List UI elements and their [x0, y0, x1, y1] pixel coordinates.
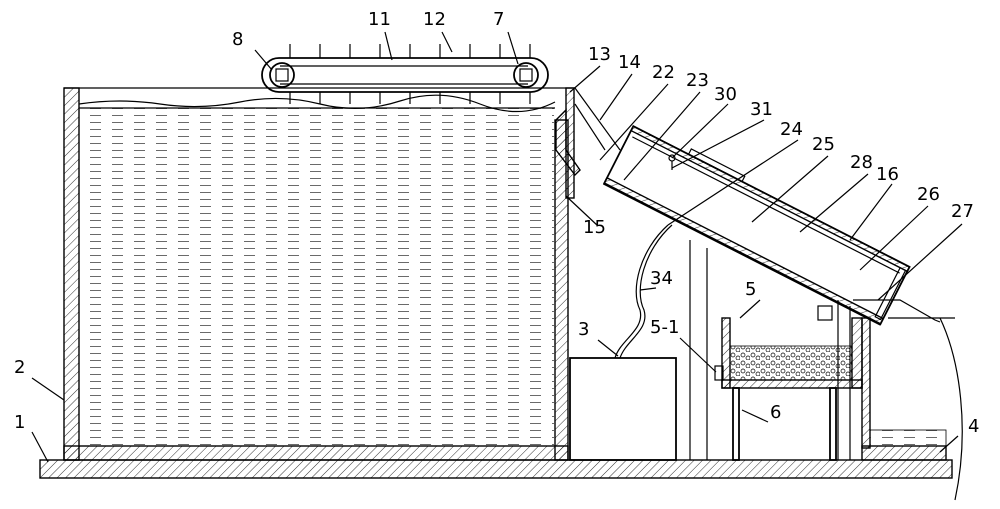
leader-line [507, 31, 519, 65]
label-4: 4 [968, 416, 979, 437]
part-labels: 1 2 3 4 5 5-1 6 7 8 11 12 13 14 15 16 22… [14, 9, 979, 437]
leader-line [859, 205, 929, 271]
leader-line [849, 183, 893, 241]
pipe-34 [614, 224, 669, 359]
leader-line [751, 155, 829, 223]
label-8: 8 [232, 29, 243, 50]
leader-line [31, 431, 49, 463]
leader-line [384, 31, 393, 61]
label-34: 34 [650, 268, 673, 289]
leader-line [599, 73, 633, 121]
base-plate [39, 459, 953, 479]
label-2: 2 [14, 357, 25, 378]
collection-box [714, 305, 863, 389]
label-26: 26 [917, 184, 940, 205]
label-7: 7 [493, 9, 504, 30]
label-28: 28 [850, 152, 873, 173]
label-3: 3 [578, 319, 589, 340]
label-5-1: 5-1 [650, 317, 679, 338]
label-5: 5 [745, 279, 756, 300]
label-11: 11 [368, 9, 391, 30]
leader-line [565, 195, 599, 227]
conveyor-belt [261, 44, 549, 104]
leader-line [441, 31, 453, 53]
leader-line [799, 173, 869, 233]
label-25: 25 [812, 134, 835, 155]
leader-line [623, 91, 701, 181]
label-12: 12 [423, 9, 446, 30]
inclined-drum [602, 124, 911, 326]
leader-line [741, 409, 769, 423]
leader-line [939, 435, 959, 453]
leader-line [597, 339, 619, 357]
label-16: 16 [876, 164, 899, 185]
leader-line [667, 139, 799, 226]
label-22: 22 [652, 62, 675, 83]
label-14: 14 [618, 52, 641, 73]
label-24: 24 [780, 119, 803, 140]
leader-lines [31, 31, 963, 463]
leader-line [671, 103, 729, 159]
leader-line [599, 83, 669, 161]
leader-line [254, 49, 273, 71]
tank-3 [569, 357, 677, 461]
roller-8 [269, 62, 295, 88]
chute [555, 87, 621, 199]
leader-line [639, 287, 657, 291]
leader-line [569, 65, 601, 93]
leader-line [671, 119, 765, 169]
leader-line [877, 223, 963, 301]
label-13: 13 [588, 44, 611, 65]
leader-line [739, 299, 761, 319]
roller-7 [513, 62, 539, 88]
tray-4 [861, 429, 947, 461]
label-1: 1 [14, 412, 25, 433]
label-30: 30 [714, 84, 737, 105]
label-15: 15 [583, 217, 606, 238]
label-31: 31 [750, 99, 773, 120]
leader-line [679, 337, 717, 373]
label-23: 23 [686, 70, 709, 91]
label-27: 27 [951, 201, 974, 222]
main-tank [63, 87, 575, 461]
leg-6 [732, 387, 740, 461]
label-6: 6 [770, 402, 781, 423]
leader-line [31, 377, 65, 401]
